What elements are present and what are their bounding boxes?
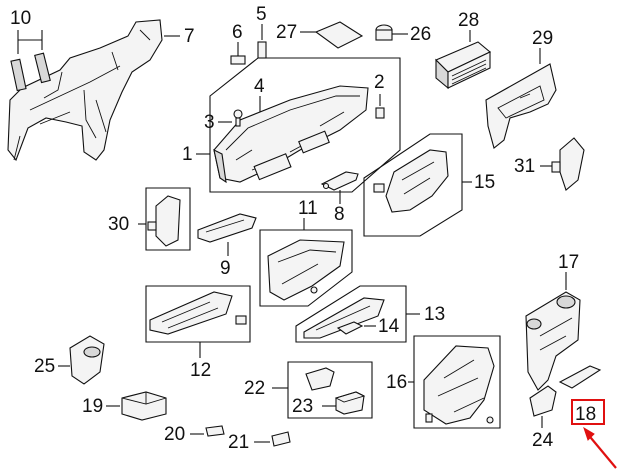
air-vent-icon[interactable] [435, 41, 492, 90]
callout-14: 14 [378, 316, 400, 337]
center-console-icon[interactable] [525, 291, 581, 391]
highlight-arrow [585, 431, 617, 469]
callout-4: 4 [254, 76, 265, 97]
callout-24: 24 [532, 430, 554, 451]
clip-icon[interactable] [336, 321, 364, 335]
callout-7: 7 [184, 26, 195, 47]
right-dash-panel-icon[interactable] [485, 63, 557, 149]
ashtray-icon[interactable] [121, 391, 167, 421]
callout-19: 19 [82, 396, 103, 417]
instrument-panel-icon[interactable] [213, 85, 369, 184]
cover-icon[interactable] [205, 425, 225, 437]
callout-11: 11 [298, 198, 318, 219]
callout-2: 2 [374, 72, 385, 93]
callout-26: 26 [410, 24, 431, 45]
callout-1: 1 [182, 144, 193, 165]
trim-panel-icon[interactable] [303, 297, 385, 339]
cross-car-beam-icon[interactable] [7, 19, 163, 162]
callout-8: 8 [334, 204, 345, 225]
callout-17: 17 [558, 252, 579, 273]
callout-28: 28 [458, 10, 479, 31]
speaker-grille-icon[interactable] [69, 335, 105, 385]
knee-bolster-icon[interactable] [149, 291, 247, 335]
bracket-group-30 [145, 187, 191, 251]
switch-bracket-icon[interactable] [529, 385, 557, 417]
bracket-group-15 [363, 133, 463, 237]
bracket-group-16 [413, 335, 501, 429]
callout-30: 30 [108, 214, 129, 235]
callout-12: 12 [190, 360, 211, 381]
bracket-group-12 [145, 285, 251, 343]
duct-icon[interactable] [197, 213, 257, 243]
callout-9: 9 [220, 258, 231, 279]
callout-27: 27 [276, 22, 297, 43]
pin-icon[interactable] [257, 41, 267, 59]
callout-15: 15 [474, 172, 495, 193]
callout-10: 10 [10, 8, 31, 29]
glove-box-door-icon[interactable] [373, 149, 449, 213]
console-side-panel-icon[interactable] [423, 345, 495, 425]
bracket-group-1 [209, 57, 401, 193]
side-bracket-icon[interactable] [147, 195, 181, 247]
leader-10 [17, 30, 43, 54]
callout-13: 13 [424, 304, 445, 325]
callout-20: 20 [164, 424, 185, 445]
callout-6: 6 [232, 22, 243, 43]
callout-16: 16 [386, 372, 407, 393]
callout-29: 29 [532, 28, 553, 49]
bracket-group-22 [287, 361, 373, 419]
highlight-arrowhead [583, 426, 595, 441]
callout-25: 25 [34, 356, 55, 377]
clip-icon[interactable] [230, 55, 246, 65]
callout-31: 31 [514, 156, 535, 177]
callout-21: 21 [228, 432, 249, 453]
storage-tray-icon[interactable] [558, 365, 602, 389]
bin-icon[interactable] [305, 367, 335, 391]
bracket-icon[interactable] [320, 171, 359, 191]
highlight-box-18 [571, 399, 605, 425]
knob-icon[interactable] [375, 24, 393, 41]
cap-icon[interactable] [271, 431, 291, 447]
callout-22: 22 [244, 378, 265, 399]
end-cap-icon[interactable] [551, 137, 585, 191]
callout-3: 3 [204, 112, 215, 133]
callout-5: 5 [256, 4, 267, 25]
glove-box-icon[interactable] [267, 239, 345, 301]
callout-18[interactable]: 18 [575, 404, 596, 425]
cup-holder-icon[interactable] [334, 391, 366, 415]
callout-23: 23 [292, 396, 313, 417]
bracket-group-11 [259, 229, 353, 307]
screw-icon[interactable] [233, 109, 243, 127]
pad-icon[interactable] [314, 21, 364, 49]
clip-icon[interactable] [375, 107, 385, 119]
